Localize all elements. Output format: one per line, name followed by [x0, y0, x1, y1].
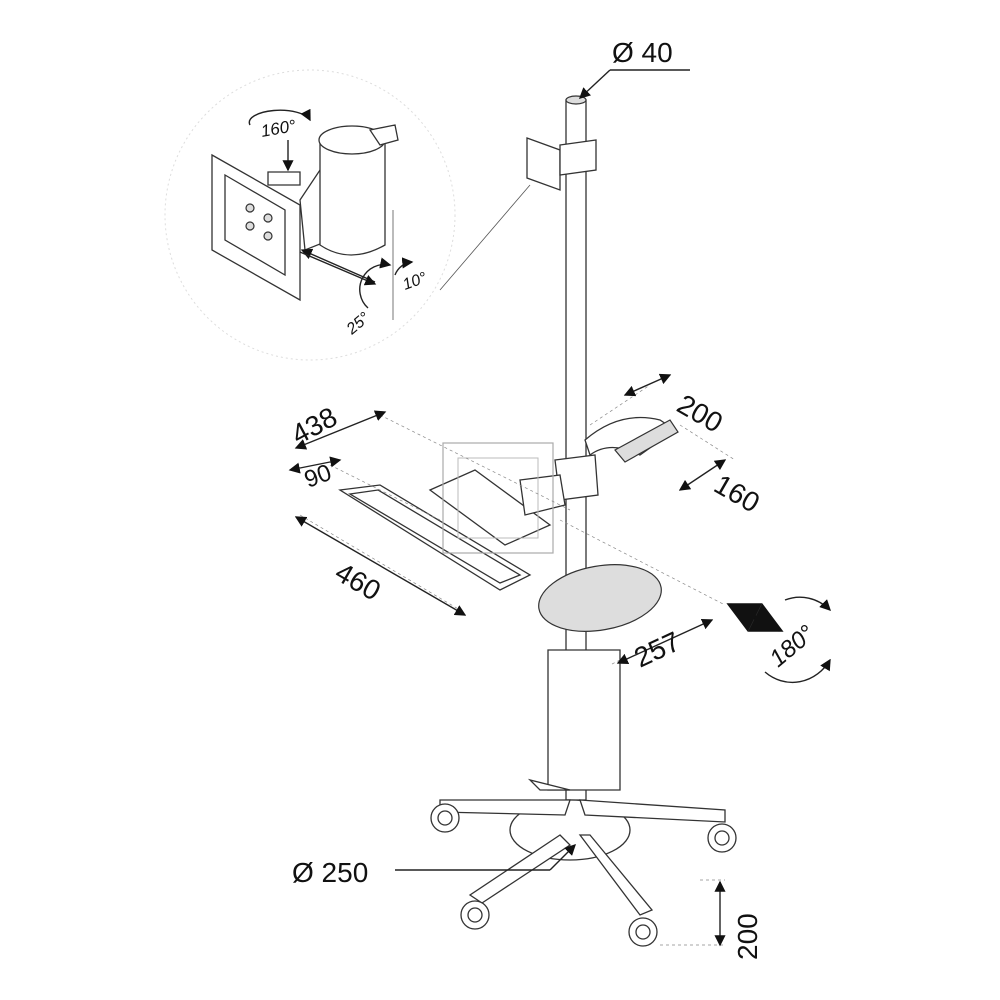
handle-depth-label: 160	[709, 468, 765, 518]
base-diameter-label: Ø 250	[292, 857, 368, 888]
keyboard-depth-label: 438	[286, 401, 342, 450]
tilt-down-label: 25°	[343, 309, 374, 339]
vesa-bracket-detail	[211, 108, 414, 320]
swivel-angle-label: 160°	[259, 116, 297, 141]
base-height-label: 200	[732, 913, 763, 960]
handle	[554, 416, 679, 501]
callout-leader	[439, 184, 531, 291]
mouse-depth-label: 90	[301, 459, 335, 494]
base	[430, 778, 737, 947]
mouse-reach-label: 257	[629, 626, 684, 674]
keyboard-tray	[338, 442, 566, 591]
pole-diameter-label: Ø 40	[612, 37, 673, 68]
handle-width-label: 200	[672, 388, 728, 438]
detail-callout-circle	[164, 69, 456, 361]
rotation-indicator	[726, 596, 831, 684]
mouse-pad	[538, 564, 662, 632]
tilt-up-label: 10°	[401, 269, 430, 293]
